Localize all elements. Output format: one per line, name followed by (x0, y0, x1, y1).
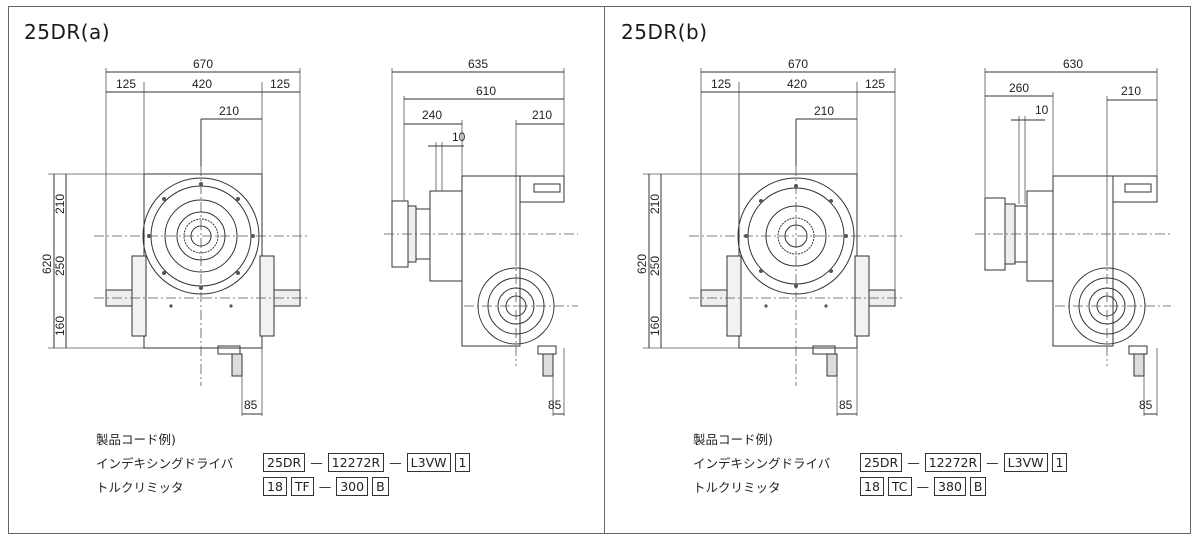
code-box: 1 (1051, 452, 1068, 472)
dim-total-height: 620 (40, 254, 54, 274)
side-housing (1052, 175, 1114, 347)
dim-side-right: 210 (532, 108, 552, 122)
code-row-limiter: トルクリミッタ 18 TC — 380 B (693, 474, 1071, 498)
dim-mid-height: 250 (648, 256, 662, 276)
code-box: 18 (860, 476, 884, 496)
code-box: 18 (263, 476, 287, 496)
dim-side-overall: 630 (1063, 57, 1083, 71)
technical-drawing: 670 125 420 125 210 620 210 250 160 85 6… (635, 57, 1171, 416)
code-dash: — (310, 454, 323, 470)
code-dash: — (986, 454, 999, 470)
code-dash: — (907, 454, 920, 470)
code-row-limiter: トルクリミッタ 18 TF — 300 B (96, 474, 474, 498)
dim-side-shaft: 85 (1139, 398, 1153, 412)
panel-25dr-a: 25DR(a) (8, 6, 604, 534)
code-box: L3VW (406, 452, 451, 472)
code-box: B (372, 476, 389, 496)
code-box: TF (290, 476, 314, 496)
code-row-label: トルクリミッタ (96, 479, 184, 495)
code-dash: — (318, 478, 332, 494)
product-code-example: 製品コード例) インデキシングドライバ 25DR — 12272R — L3VW… (96, 426, 474, 498)
panel-25dr-b: 25DR(b) (605, 6, 1198, 534)
dim-flange-depth: 260 (1009, 81, 1029, 95)
front-housing (738, 173, 858, 349)
drawing-sheet (8, 6, 1191, 534)
dim-left-offset: 125 (116, 77, 136, 91)
code-dash: — (389, 454, 402, 470)
product-code-example: 製品コード例) インデキシングドライバ 25DR — 12272R — L3VW… (693, 426, 1071, 498)
code-box: L3VW (1003, 452, 1048, 472)
dim-left-offset: 125 (711, 77, 731, 91)
side-housing (461, 175, 521, 347)
panel-title: 25DR(a) (24, 20, 111, 44)
code-box: B (969, 476, 987, 496)
code-row-driver: インデキシングドライバ 25DR — 12272R — L3VW 1 (693, 450, 1071, 474)
code-dash: — (916, 478, 930, 494)
code-heading: 製品コード例) (96, 431, 176, 447)
dim-center-width: 420 (787, 77, 807, 91)
code-box: 1 (454, 452, 471, 472)
dim-gap: 10 (452, 130, 466, 144)
dim-right-offset: 125 (865, 77, 885, 91)
dim-center-offset: 210 (219, 104, 239, 118)
dim-overall-width: 670 (193, 57, 213, 71)
dim-gap: 10 (1035, 103, 1049, 117)
code-box: TC (887, 476, 912, 496)
code-row-label: トルクリミッタ (693, 479, 781, 495)
dim-mid-height: 250 (53, 256, 67, 276)
dim-center-offset: 210 (814, 104, 834, 118)
code-row-label: インデキシングドライバ (693, 455, 831, 471)
panel-divider (604, 6, 605, 534)
dim-side-right: 210 (1121, 84, 1141, 98)
dim-right-offset: 125 (270, 77, 290, 91)
code-box: 12272R (924, 452, 982, 472)
dim-side-shaft: 85 (548, 398, 562, 412)
dim-shaft: 85 (839, 398, 853, 412)
code-row-driver: インデキシングドライバ 25DR — 12272R — L3VW 1 (96, 450, 474, 474)
code-box: 380 (934, 476, 966, 496)
code-row-label: インデキシングドライバ (96, 455, 234, 471)
code-box: 25DR (263, 452, 306, 472)
dim-side-overall: 635 (468, 57, 488, 71)
code-box: 12272R (327, 452, 385, 472)
technical-drawing: 670 125 420 125 210 620 210 250 160 85 6… (40, 57, 578, 416)
dim-flange-depth: 240 (422, 108, 442, 122)
code-box: 300 (336, 476, 369, 496)
dim-bottom-height: 160 (648, 316, 662, 336)
dim-total-height: 620 (635, 254, 649, 274)
code-box: 25DR (860, 452, 903, 472)
dim-center-width: 420 (192, 77, 212, 91)
dim-overall-width: 670 (788, 57, 808, 71)
dim-top-height: 210 (648, 194, 662, 214)
dim-side-inner: 610 (476, 84, 496, 98)
code-heading: 製品コード例) (693, 431, 773, 447)
panel-title: 25DR(b) (621, 20, 708, 44)
dim-top-height: 210 (53, 194, 67, 214)
dim-bottom-height: 160 (53, 316, 67, 336)
dim-shaft: 85 (244, 398, 258, 412)
